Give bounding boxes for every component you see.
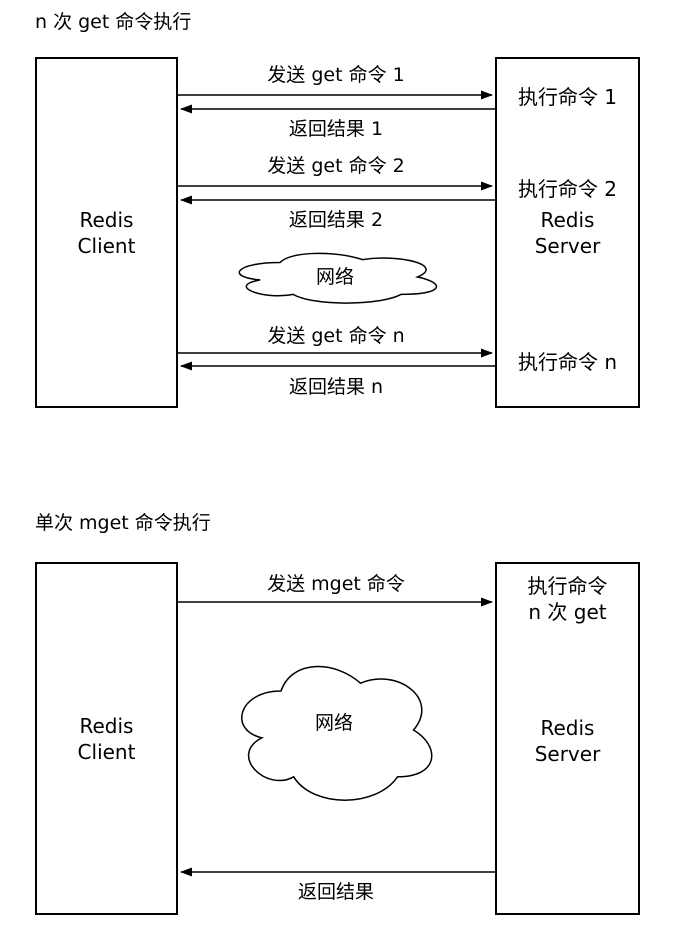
diagram1-redis-server-box: 执行命令 1 执行命令 2 Redis Server 执行命令 n: [495, 57, 640, 408]
redis-server-label-line2: Server: [534, 234, 601, 258]
server-exec-ntimes-line2: n 次 get: [528, 600, 607, 624]
server-exec-cmd-1-label: 执行命令 1: [517, 85, 618, 109]
server-exec-cmd-2-label: 执行命令 2: [517, 177, 618, 201]
msg-return-result-n: 返回结果 n: [288, 376, 384, 398]
msg-send-get-2: 发送 get 命令 2: [267, 155, 405, 177]
diagram2-redis-server-box: 执行命令 n 次 get Redis Server: [495, 562, 640, 915]
redis-server-label: Redis Server: [535, 715, 601, 767]
server-exec-ntimes-label: 执行命令 n 次 get: [528, 573, 608, 625]
redis-client-label-line2: Client: [77, 233, 136, 258]
redis-server-label-line1: Redis: [540, 208, 595, 232]
msg-return-result-2: 返回结果 2: [288, 209, 384, 231]
diagram2-title: 单次 mget 命令执行: [35, 512, 211, 534]
server-exec-cmd-n-label: 执行命令 n: [517, 350, 618, 374]
diagram1-network-cloud-label: 网络: [315, 266, 355, 288]
diagram2-network-cloud-label: 网络: [314, 712, 354, 734]
msg-return-result-1: 返回结果 1: [288, 118, 384, 140]
msg-send-mget: 发送 mget 命令: [267, 573, 405, 595]
msg-send-get-1: 发送 get 命令 1: [267, 64, 405, 86]
redis-client-label-line1: Redis: [79, 713, 134, 738]
redis-server-label-line2: Server: [534, 742, 601, 766]
redis-client-label-line2: Client: [77, 739, 136, 764]
redis-client-label-line1: Redis: [79, 207, 134, 232]
msg-return-result: 返回结果: [297, 881, 375, 903]
redis-server-label: Redis Server: [535, 207, 601, 259]
diagram1-title: n 次 get 命令执行: [35, 11, 192, 33]
diagram1-redis-client-box: Redis Client: [35, 57, 178, 408]
redis-server-label-line1: Redis: [540, 716, 595, 740]
diagram2-redis-client-box: Redis Client: [35, 562, 178, 915]
msg-send-get-n: 发送 get 命令 n: [267, 325, 405, 347]
server-exec-ntimes-line1: 执行命令: [527, 574, 608, 598]
